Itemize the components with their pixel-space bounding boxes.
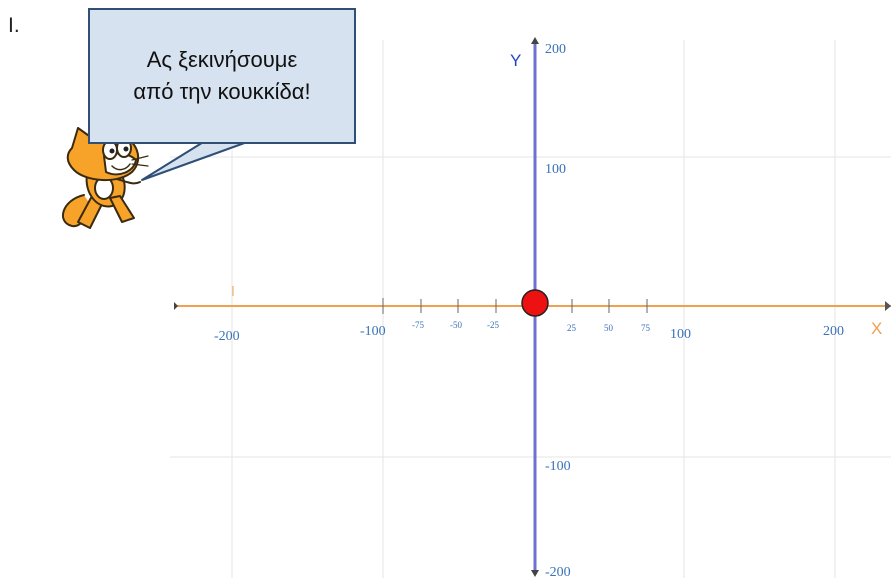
y-label-100: 100 [545,162,566,177]
x-label-75: 75 [641,323,651,333]
y-labels: 200 100 -100 -200 [545,42,571,578]
x-axis-title: X [871,319,882,338]
speech-bubble-tail [141,140,251,181]
grid [170,40,891,578]
x-minor-ticks [382,298,648,314]
y-label-200: 200 [545,42,566,57]
y-axis-top-arrow [531,37,539,44]
x-axis-left-arrow [174,302,178,310]
section-marker: I. [8,14,20,37]
x-axis-right-arrow [885,301,891,311]
cat-pupil-left [109,148,115,154]
y-axis-bottom-arrow [531,570,539,577]
x-minor-labels: -75 -50 -25 25 50 75 [412,320,651,333]
y-axis-title: Y [510,51,521,70]
x-label-neg25: -25 [487,320,499,330]
cat-mouth [111,163,131,171]
origin-dot [521,289,549,317]
x-label-50: 50 [604,323,614,333]
cat-leg-front [109,195,135,223]
x-label-100: 100 [670,327,691,342]
x-label-neg100: -100 [360,324,386,339]
x-label-neg75: -75 [412,320,424,330]
speech-bubble-line-2: από την κουκκίδα! [133,79,311,104]
speech-bubble-line-1: Ας ξεκινήσουμε [146,47,298,72]
x-major-labels: -200 -100 100 200 [214,324,844,344]
x-label-25: 25 [567,323,577,333]
cat-pupil-right [123,146,129,152]
y-label-neg200: -200 [545,565,571,578]
speech-bubble: Ας ξεκινήσουμε από την κουκκίδα! [88,8,356,144]
y-label-neg100: -100 [545,459,571,474]
x-label-neg200: -200 [214,329,240,344]
x-label-200: 200 [823,324,844,339]
scratch-cat-icon [61,127,149,229]
x-label-neg50: -50 [450,320,462,330]
cat-whiskers [131,155,149,167]
